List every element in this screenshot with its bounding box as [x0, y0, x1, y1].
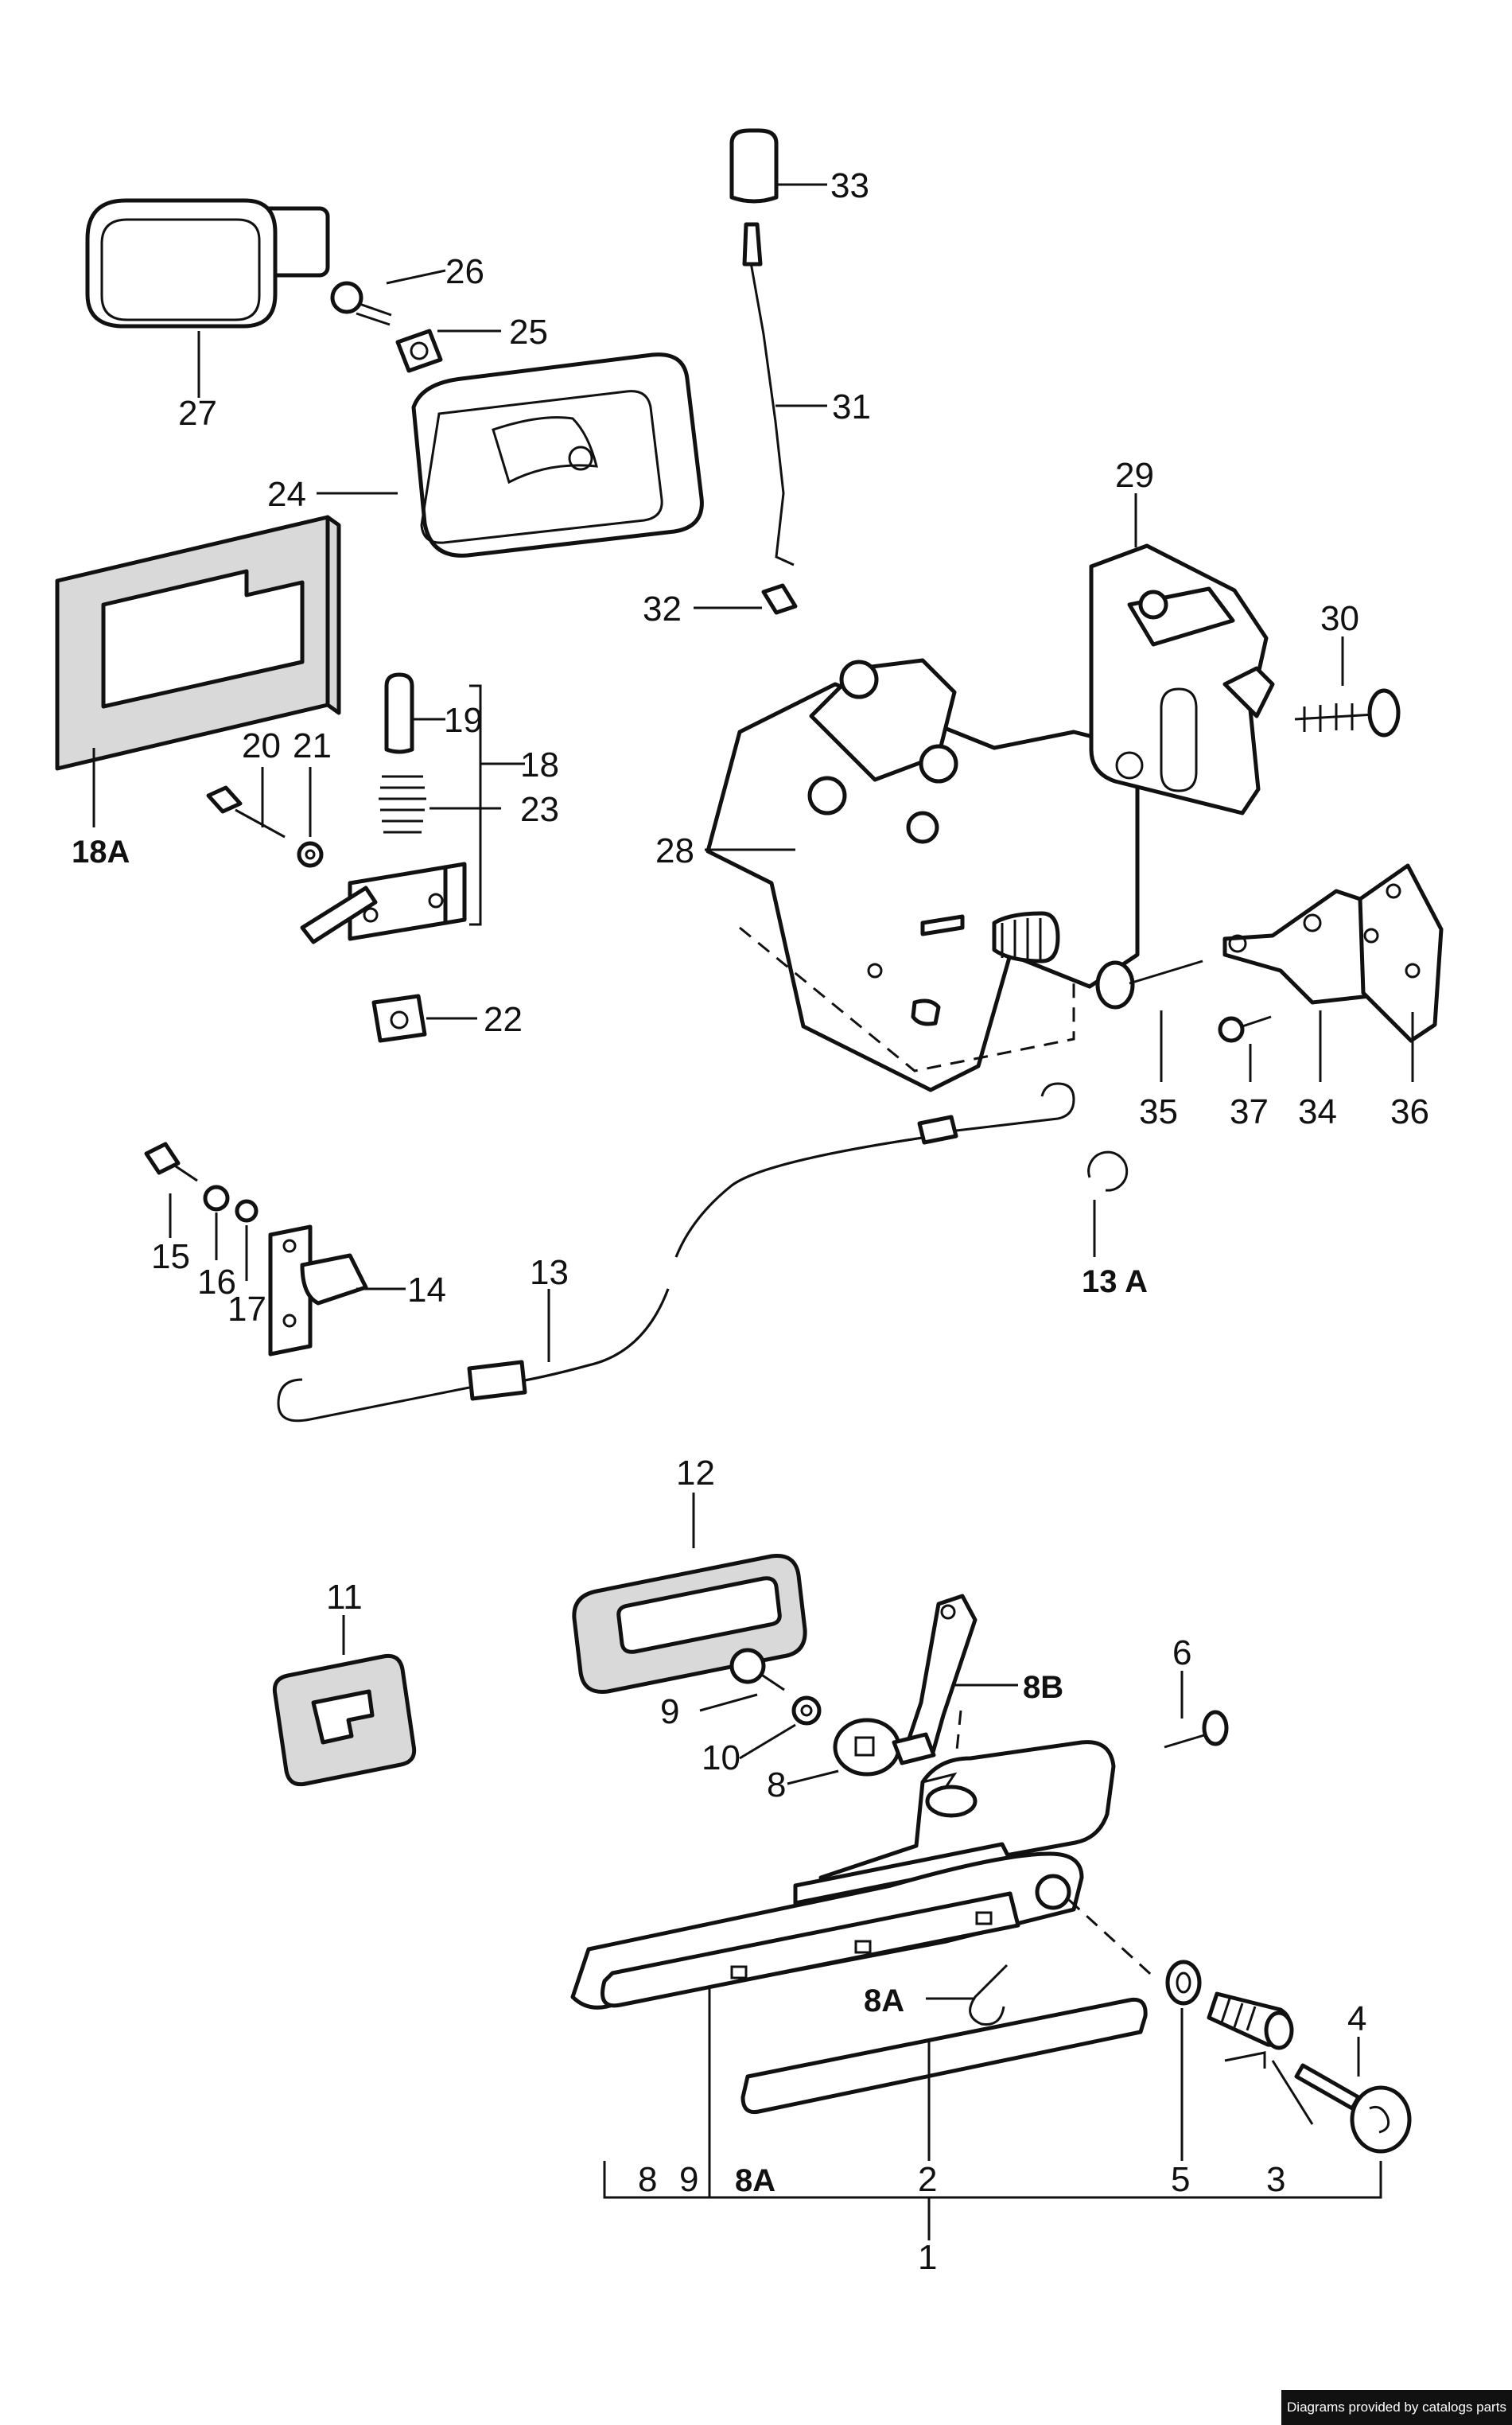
label-13: 13 — [530, 1253, 569, 1292]
label-12: 12 — [676, 1454, 715, 1493]
label-bottom-3: 3 — [1266, 2160, 1285, 2199]
part-25-clip-nut — [395, 329, 443, 373]
label-36: 36 — [1390, 1092, 1429, 1131]
part-8b-lever — [903, 1594, 978, 1757]
label-15: 15 — [151, 1237, 190, 1276]
part-24-handle-housing — [411, 352, 704, 558]
part-17-nut — [235, 1199, 258, 1223]
part-6-screw — [1164, 1710, 1229, 1749]
label-bottom-9: 9 — [679, 2160, 698, 2199]
label-21: 21 — [293, 726, 332, 765]
label-18: 18 — [520, 745, 559, 784]
label-17: 17 — [227, 1290, 266, 1329]
label-32: 32 — [643, 590, 682, 629]
label-9: 9 — [660, 1692, 679, 1731]
label-8a: 8A — [864, 1983, 904, 2018]
label-37: 37 — [1230, 1092, 1269, 1131]
part-12-gasket — [572, 1554, 807, 1694]
label-18a: 18A — [72, 835, 130, 870]
label-8: 8 — [767, 1765, 786, 1804]
label-23: 23 — [520, 790, 559, 829]
label-30: 30 — [1320, 599, 1359, 638]
label-bottom-8: 8 — [638, 2160, 657, 2199]
label-24: 24 — [267, 475, 306, 514]
label-31: 31 — [832, 387, 871, 426]
part-3-lock-cylinder — [1207, 1991, 1294, 2050]
label-bottom-2: 2 — [918, 2160, 937, 2199]
part-30-screw — [1294, 688, 1401, 738]
label-10: 10 — [702, 1738, 740, 1777]
label-13a: 13 A — [1082, 1264, 1148, 1299]
part-2-trim-strip — [740, 1997, 1148, 2115]
label-4: 4 — [1347, 1999, 1366, 2038]
part-26-screw — [330, 281, 392, 326]
label-35: 35 — [1139, 1092, 1178, 1131]
part-9-screw — [729, 1648, 785, 1691]
label-bottom-1: 1 — [918, 2238, 937, 2277]
part-13a-circlip — [1087, 1150, 1129, 1192]
part-21-washer — [297, 841, 324, 868]
label-20: 20 — [242, 726, 281, 765]
part-18a-foam-seal — [55, 515, 341, 771]
label-22: 22 — [484, 1000, 523, 1039]
part-33-lock-knob — [729, 128, 779, 204]
label-6: 6 — [1172, 1633, 1191, 1672]
label-27: 27 — [178, 394, 217, 433]
part-29-latch-plate — [1089, 543, 1275, 815]
credit-banner: Diagrams provided by catalogs parts — [1281, 2390, 1512, 2425]
label-8b: 8B — [1023, 1670, 1063, 1705]
part-4-key — [1294, 2063, 1412, 2154]
part-10-lock-washer — [791, 1695, 822, 1726]
part-20-bolt — [206, 785, 286, 839]
label-28: 28 — [655, 831, 694, 870]
part-19-pin — [384, 672, 414, 754]
part-handle-body — [570, 1740, 1116, 2010]
part-35-bolt — [1095, 959, 1203, 1010]
part-16-washer — [203, 1185, 230, 1212]
part-5-grommet — [1165, 1960, 1202, 2006]
part-18-catch-assembly — [300, 862, 467, 944]
label-29: 29 — [1115, 456, 1154, 495]
part-23-spring — [379, 775, 426, 834]
label-11: 11 — [326, 1578, 363, 1617]
label-26: 26 — [445, 252, 484, 291]
part-22-clip-nut — [371, 994, 427, 1043]
part-37-screw — [1218, 1015, 1272, 1043]
label-19: 19 — [444, 701, 483, 740]
label-14: 14 — [407, 1271, 446, 1310]
part-28-lock-mechanism — [705, 658, 1140, 1092]
part-14-cable-clamp — [268, 1224, 368, 1357]
part-36-plate — [1358, 863, 1444, 1043]
part-31-lock-rod — [742, 222, 795, 566]
label-33: 33 — [830, 166, 869, 205]
part-11-small-gasket — [272, 1653, 417, 1787]
label-34: 34 — [1298, 1092, 1337, 1131]
part-8-lock-cylinder-housing — [833, 1718, 936, 1777]
part-32-clip — [761, 583, 798, 615]
label-16: 16 — [197, 1263, 236, 1302]
part-8a-clip — [969, 1964, 1009, 2026]
label-bottom-5: 5 — [1171, 2160, 1190, 2199]
part-27-cover — [85, 198, 330, 329]
part-13-cable — [277, 1082, 1075, 1423]
label-25: 25 — [509, 313, 548, 352]
label-bottom-8a: 8A — [735, 2163, 775, 2198]
part-15-bolt — [144, 1142, 198, 1182]
